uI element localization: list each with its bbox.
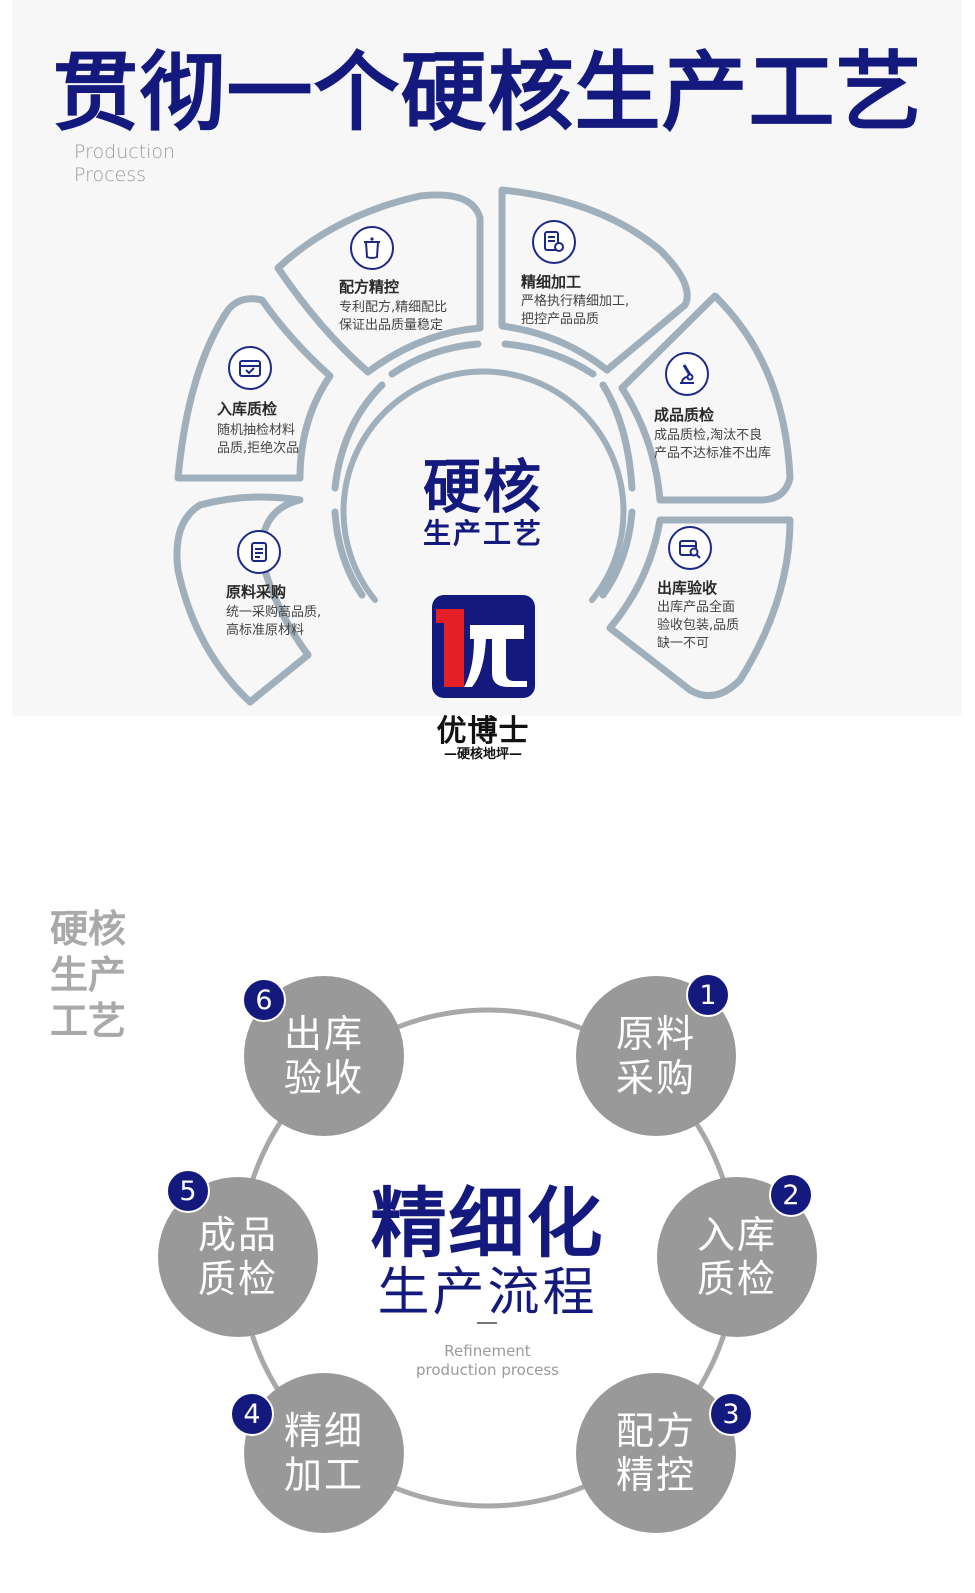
step-badge-1: 1 (686, 973, 730, 1017)
segment-desc-raw-materials-1: 统一采购高品质, (226, 605, 322, 620)
core-ring (340, 368, 627, 603)
center-divider (477, 1322, 497, 1324)
center-subtitle: 生产流程 (377, 1263, 598, 1323)
segment-desc-processing-1: 严格执行精细加工, (521, 294, 630, 309)
step-4-line2: 加工 (283, 1453, 364, 1497)
brand-logo (432, 595, 535, 698)
segment-title-processing: 精细加工 (521, 273, 582, 291)
inner-arc-right-upper (599, 381, 636, 492)
segment-title-finished-check: 成品质检 (654, 406, 715, 424)
step-circle-5: 成品 质检 (158, 1177, 318, 1337)
ring-segment-inbound-check (174, 295, 334, 482)
segment-desc-outbound-2: 验收包装,品质 (657, 618, 740, 633)
inner-arc-right-lower (599, 508, 636, 599)
segment-desc-formula-2: 保证出品质量稳定 (339, 318, 444, 333)
inner-arc-top-left (388, 340, 482, 378)
brand-tagline: —硬核地坪— (443, 747, 522, 762)
brand-name: 优博士 (436, 714, 530, 749)
segment-desc-formula-1: 专利配方,精细配比 (339, 300, 448, 315)
side-label-line1: 硬核 (50, 907, 127, 951)
step-2-line2: 质检 (696, 1257, 777, 1301)
step-badge-5: 5 (166, 1169, 210, 1213)
segment-title-outbound: 出库验收 (657, 579, 718, 597)
step-6-line1: 出库 (283, 1012, 364, 1056)
ring-segment-finished-check (618, 292, 794, 504)
step-badge-3: 3 (709, 1392, 753, 1436)
segment-desc-outbound-3: 缺一不可 (657, 636, 710, 651)
step-3-line2: 精控 (615, 1453, 696, 1497)
step-1-line2: 采购 (615, 1056, 696, 1100)
inner-arc-left-lower (331, 508, 366, 599)
subtitle-en-line2: Process (74, 164, 147, 186)
segment-title-inbound-check: 入库质检 (217, 400, 278, 418)
side-label-line3: 工艺 (50, 999, 127, 1043)
step-circle-4: 精细 加工 (244, 1373, 404, 1533)
box-search-icon (668, 526, 712, 570)
step-3-line1: 配方 (615, 1409, 696, 1453)
core-subtitle: 生产工艺 (422, 517, 543, 550)
step-1-line1: 原料 (615, 1012, 696, 1056)
inner-arc-top-right (501, 340, 597, 378)
step-badge-4: 4 (230, 1392, 274, 1436)
inner-arc-left-upper (331, 381, 386, 492)
segment-desc-processing-2: 把控产品品质 (521, 312, 600, 327)
subtitle-en-line1: Production (74, 141, 176, 163)
segment-desc-finished-check-2: 产品不达标准不出库 (654, 446, 772, 461)
segment-desc-outbound-1: 出库产品全面 (657, 600, 736, 615)
center-en-line1: Refinement (444, 1342, 531, 1360)
step-circle-3: 配方 精控 (576, 1373, 736, 1533)
ring-segment-raw-materials (173, 493, 312, 706)
step-6-line2: 验收 (283, 1056, 364, 1100)
process-ring-diagram (173, 186, 794, 706)
document-gear-icon (532, 220, 576, 264)
brand-logo-mark (436, 609, 527, 687)
ring-segment-processing (498, 186, 691, 374)
inbox-check-icon (228, 346, 272, 390)
step-badge-6: 6 (242, 978, 286, 1022)
segment-desc-inbound-check-1: 随机抽检材料 (217, 423, 296, 438)
document-icon (237, 530, 281, 574)
step-badge-2: 2 (769, 1173, 813, 1217)
segment-desc-finished-check-1: 成品质检,淘汰不良 (654, 428, 763, 443)
step-circle-1: 原料 采购 (576, 976, 736, 1136)
segment-desc-raw-materials-2: 高标准原材料 (226, 623, 305, 638)
ring-segment-formula (274, 191, 484, 376)
center-en-line2: production process (416, 1361, 559, 1379)
segment-title-raw-materials: 原料采购 (226, 583, 287, 601)
step-5-line1: 成品 (197, 1213, 278, 1257)
step-2-line1: 入库 (696, 1213, 777, 1257)
core-title: 硬核 (422, 453, 543, 521)
ring-segment-outbound (606, 516, 794, 700)
beaker-icon (350, 226, 394, 270)
segment-title-formula: 配方精控 (339, 278, 400, 296)
step-4-line1: 精细 (283, 1409, 364, 1453)
microscope-icon (665, 352, 709, 396)
page-title: 贯彻一个硬核生产工艺 (52, 43, 923, 143)
center-title: 精细化 (370, 1179, 605, 1268)
side-label-line2: 生产 (50, 953, 127, 997)
step-5-line2: 质检 (197, 1257, 278, 1301)
segment-desc-inbound-check-2: 品质,拒绝次品 (217, 441, 300, 456)
